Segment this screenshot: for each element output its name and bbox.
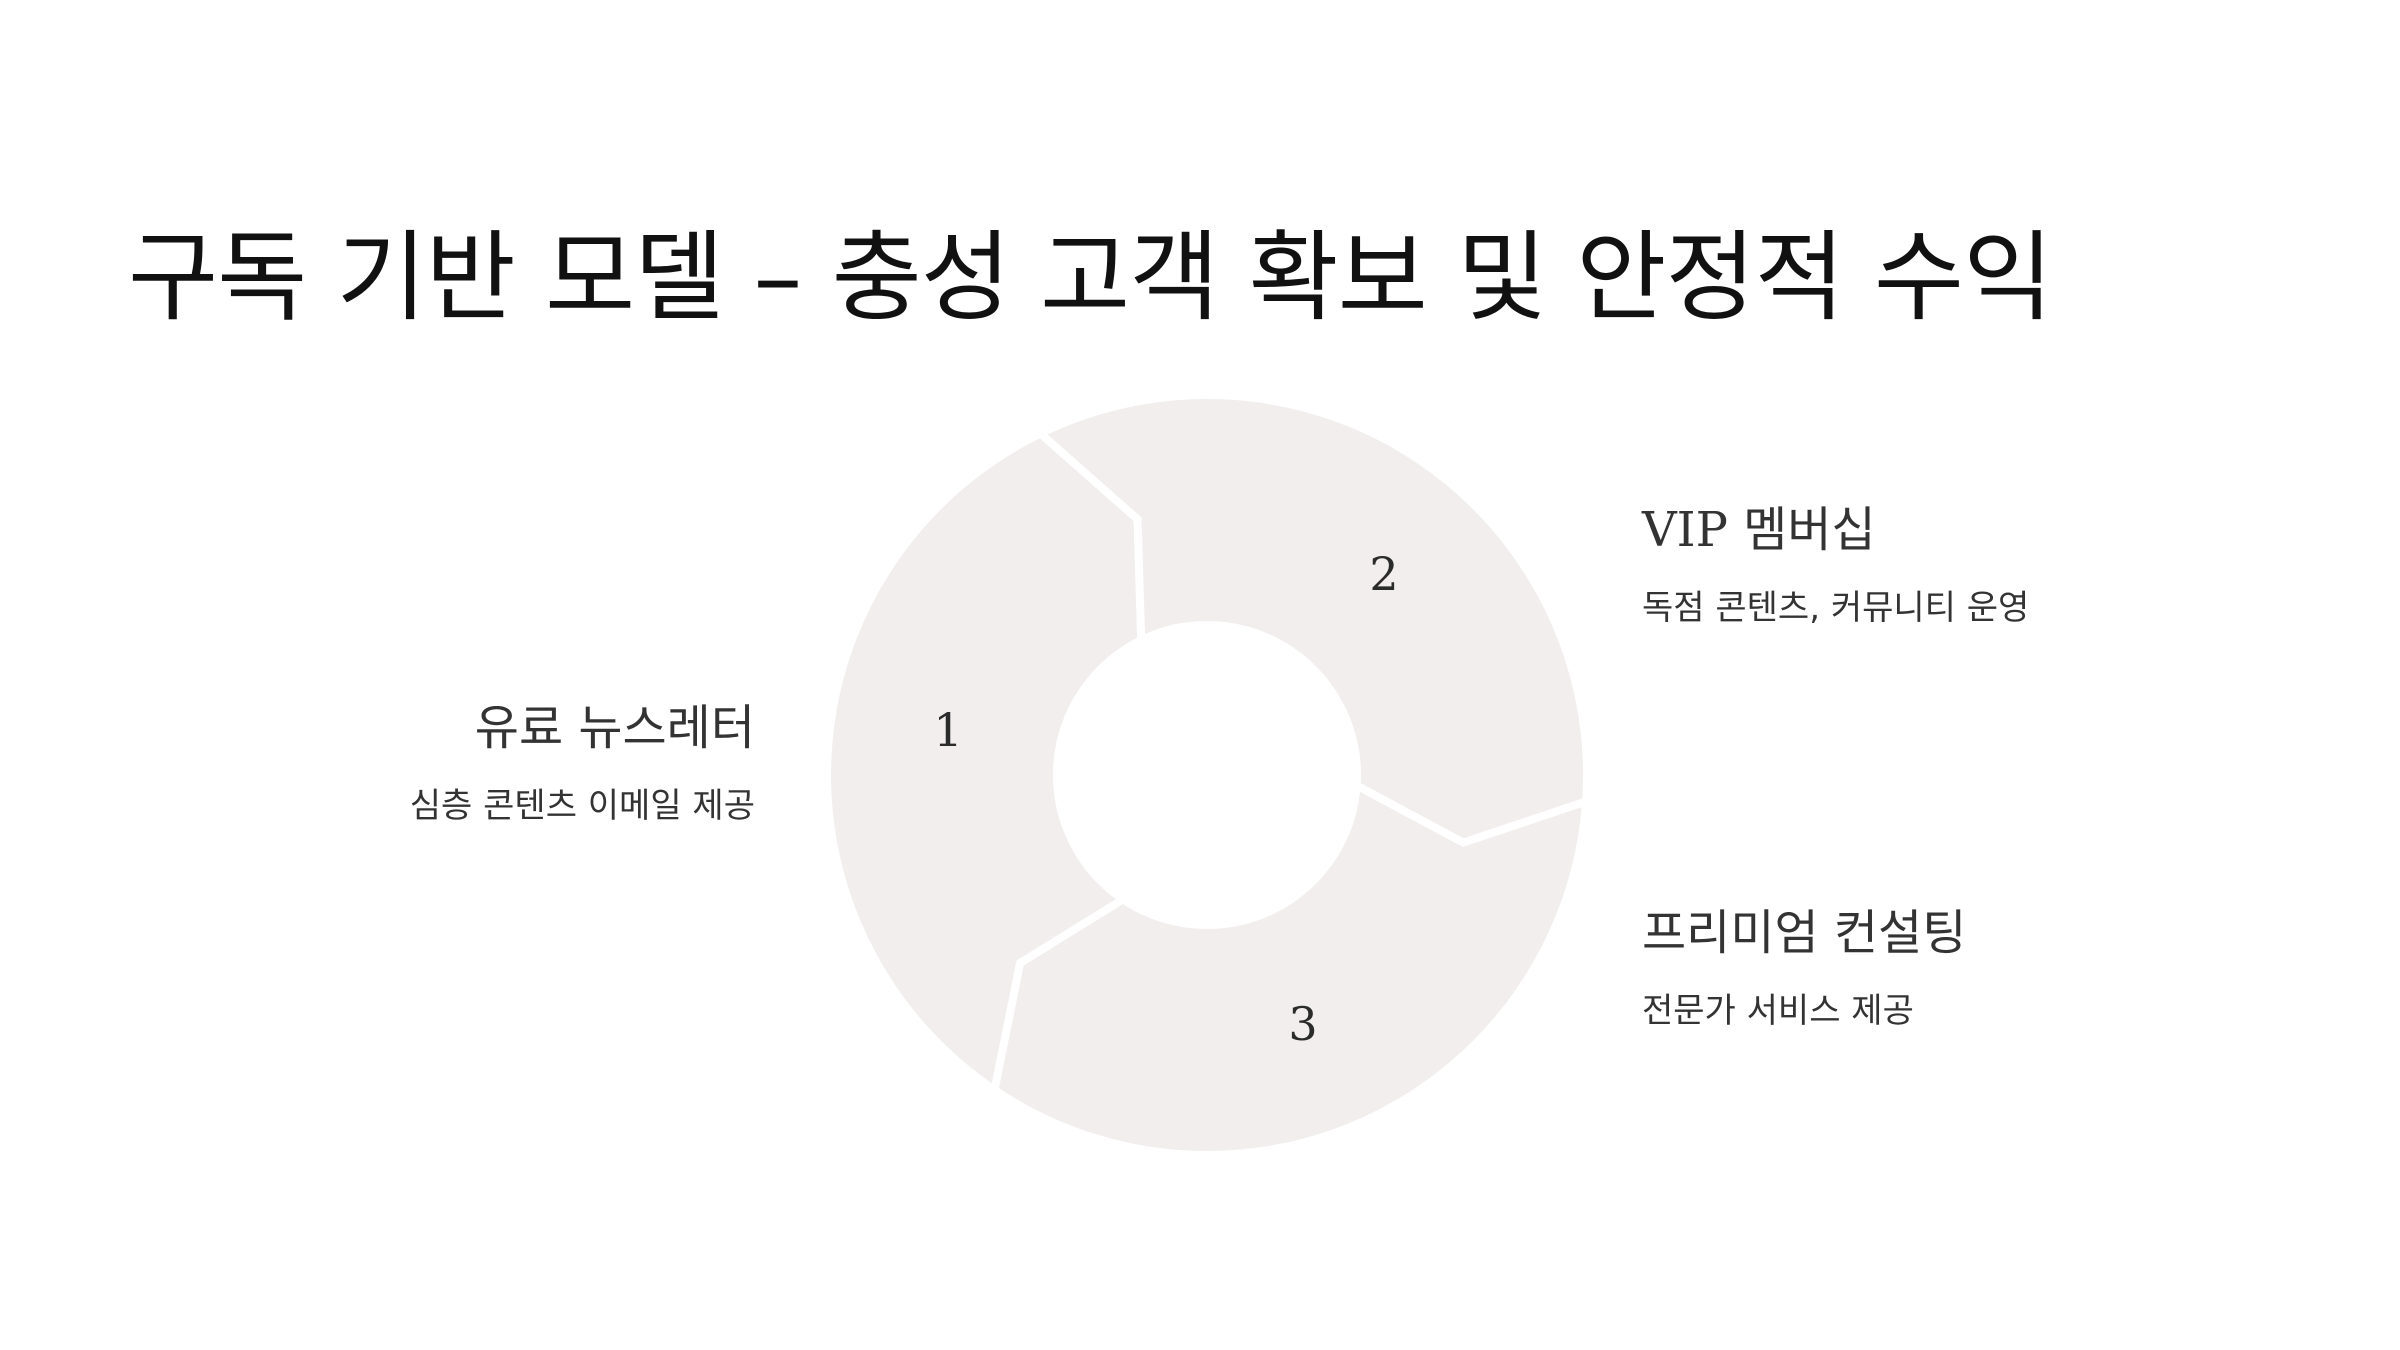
- cycle-item-3-heading: 프리미엄 컨설팅: [1642, 905, 1967, 961]
- cycle-item-2-heading: VIP 멤버십: [1642, 502, 1876, 558]
- cycle-item-1-description: 심층 콘텐츠 이메일 제공: [409, 785, 755, 826]
- slide-title: 구독 기반 모델 – 충성 고객 확보 및 안정적 수익: [128, 221, 2053, 335]
- segment-number-1: 1: [933, 703, 962, 757]
- cycle-segments: [823, 391, 1591, 1159]
- cycle-item-3-description: 전문가 서비스 제공: [1642, 990, 1914, 1031]
- cycle-item-2: VIP 멤버십 독점 콘텐츠, 커뮤니티 운영: [1642, 502, 2029, 628]
- cycle-item-3: 프리미엄 컨설팅 전문가 서비스 제공: [1642, 905, 1966, 1031]
- segment-number-3: 3: [1288, 997, 1317, 1051]
- cycle-item-2-description: 독점 콘텐츠, 커뮤니티 운영: [1642, 587, 2030, 628]
- segment-number-2: 2: [1369, 547, 1398, 601]
- cycle-segment-1: [823, 428, 1146, 1097]
- cycle-segment-3: [990, 779, 1591, 1159]
- cycle-item-1: 유료 뉴스레터 심층 콘텐츠 이메일 제공: [410, 700, 755, 826]
- cycle-item-1-heading: 유료 뉴스레터: [474, 700, 755, 756]
- cycle-segment-2: [1033, 391, 1591, 848]
